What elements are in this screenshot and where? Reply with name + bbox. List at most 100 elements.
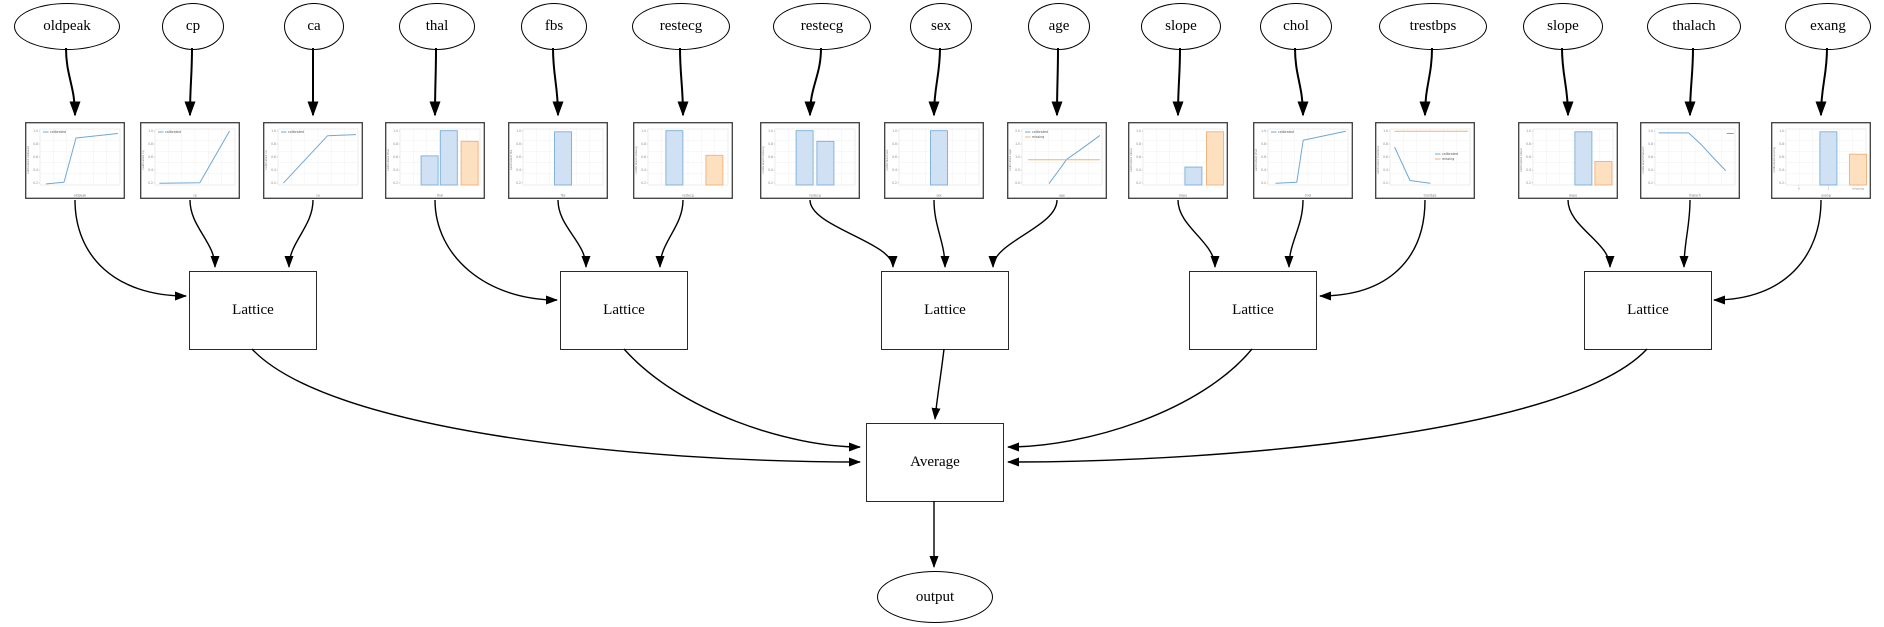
feature-node-sex: sex <box>910 3 972 50</box>
edge-arrow <box>623 348 861 452</box>
svg-text:1.0: 1.0 <box>768 129 773 133</box>
svg-text:chol: chol <box>1305 194 1312 198</box>
svg-text:calibrated: calibrated <box>1442 152 1458 156</box>
svg-text:calibrated oldpeak: calibrated oldpeak <box>26 146 30 174</box>
feature-label: thal <box>425 18 449 34</box>
svg-text:0.2: 0.2 <box>271 181 276 185</box>
feature-label: ca <box>307 18 321 34</box>
feature-node-slope: slope <box>1523 3 1603 50</box>
edge-arrow <box>933 199 950 268</box>
svg-text:0.6: 0.6 <box>148 155 153 159</box>
feature-node-chol: chol <box>1260 3 1332 50</box>
edge-arrow <box>434 199 558 305</box>
svg-text:calibrated: calibrated <box>1032 130 1048 134</box>
feature-label: oldpeak <box>43 18 91 34</box>
svg-text:0.2: 0.2 <box>33 181 38 185</box>
edge-arrow <box>557 199 591 268</box>
feature-label: trestbps <box>1409 18 1457 34</box>
svg-text:2.0: 2.0 <box>1015 129 1020 133</box>
feature-label: slope <box>1165 18 1197 34</box>
svg-text:0.0: 0.0 <box>1015 181 1020 185</box>
svg-text:0.8: 0.8 <box>892 142 897 146</box>
svg-text:0.6: 0.6 <box>1383 155 1388 159</box>
svg-text:0.2: 0.2 <box>1779 181 1784 185</box>
average-label: Average <box>910 454 960 470</box>
svg-text:0.2: 0.2 <box>1261 181 1266 185</box>
svg-text:1.5: 1.5 <box>1015 142 1020 146</box>
svg-text:calibrated fbs: calibrated fbs <box>509 149 513 170</box>
edge-arrow <box>655 199 684 268</box>
output-label: output <box>915 588 955 605</box>
svg-text:0.6: 0.6 <box>516 155 521 159</box>
svg-text:0.6: 0.6 <box>768 155 773 159</box>
edge-arrow <box>1419 47 1433 117</box>
svg-text:0.4: 0.4 <box>1779 168 1784 172</box>
svg-text:0.8: 0.8 <box>1779 142 1784 146</box>
edge-arrow <box>1684 47 1696 117</box>
svg-text:calibrated restecg: calibrated restecg <box>761 146 765 173</box>
edge-arrow <box>1172 47 1184 117</box>
svg-text:0.6: 0.6 <box>33 155 38 159</box>
svg-text:calibrated: calibrated <box>165 130 181 134</box>
feature-label: age <box>1048 18 1070 34</box>
feature-node-cp: cp <box>162 3 224 50</box>
lattice-label: Lattice <box>232 302 274 318</box>
svg-text:0.8: 0.8 <box>516 142 521 146</box>
output-node: output <box>877 571 993 623</box>
svg-text:0.6: 0.6 <box>271 155 276 159</box>
svg-text:0.4: 0.4 <box>33 168 38 172</box>
svg-text:0.8: 0.8 <box>148 142 153 146</box>
edge-arrow <box>988 199 1058 268</box>
lattice-label: Lattice <box>1232 302 1274 318</box>
feature-node-slope: slope <box>1141 3 1221 50</box>
edge-arrow <box>804 47 822 117</box>
svg-text:0.8: 0.8 <box>1261 142 1266 146</box>
edge-arrow <box>809 199 898 268</box>
svg-text:0.4: 0.4 <box>768 168 773 172</box>
svg-text:sex: sex <box>936 194 941 198</box>
svg-text:0.4: 0.4 <box>1136 168 1141 172</box>
svg-text:trestbps: trestbps <box>1424 194 1437 198</box>
svg-text:1: 1 <box>1827 187 1829 191</box>
feature-label: cp <box>185 18 201 34</box>
feature-label: exang <box>1810 18 1846 34</box>
edge-arrow <box>1177 199 1220 268</box>
edge-arrow <box>1319 199 1426 301</box>
svg-text:1.0: 1.0 <box>1648 129 1653 133</box>
lattice-node-5: Lattice <box>1584 271 1712 350</box>
svg-text:0.6: 0.6 <box>1648 155 1653 159</box>
svg-text:0.2: 0.2 <box>516 181 521 185</box>
edge-arrow <box>65 47 81 117</box>
svg-text:0.2: 0.2 <box>641 181 646 185</box>
edge-arrow <box>931 348 945 420</box>
svg-text:1.0: 1.0 <box>641 129 646 133</box>
svg-text:1.0: 1.0 <box>892 129 897 133</box>
svg-text:1.0: 1.0 <box>1261 129 1266 133</box>
feature-node-restecg: restecg <box>773 3 871 50</box>
edge-arrow <box>1567 199 1615 268</box>
svg-text:0: 0 <box>1798 187 1800 191</box>
feature-node-fbs: fbs <box>521 3 587 50</box>
feature-label: chol <box>1283 18 1309 34</box>
svg-text:missing: missing <box>1852 187 1864 191</box>
edge-arrow <box>1713 199 1822 305</box>
feature-label: restecg <box>800 18 844 34</box>
svg-text:0.6: 0.6 <box>393 155 398 159</box>
edge-arrow <box>928 47 941 117</box>
feature-node-trestbps: trestbps <box>1379 3 1487 50</box>
svg-text:calibrated: calibrated <box>288 130 304 134</box>
svg-text:0.6: 0.6 <box>1779 155 1784 159</box>
svg-text:0.6: 0.6 <box>1261 155 1266 159</box>
svg-text:0.2: 0.2 <box>1526 181 1531 185</box>
svg-text:0.8: 0.8 <box>1383 142 1388 146</box>
svg-text:0.4: 0.4 <box>892 168 897 172</box>
svg-text:calibrated slope: calibrated slope <box>1519 148 1523 172</box>
